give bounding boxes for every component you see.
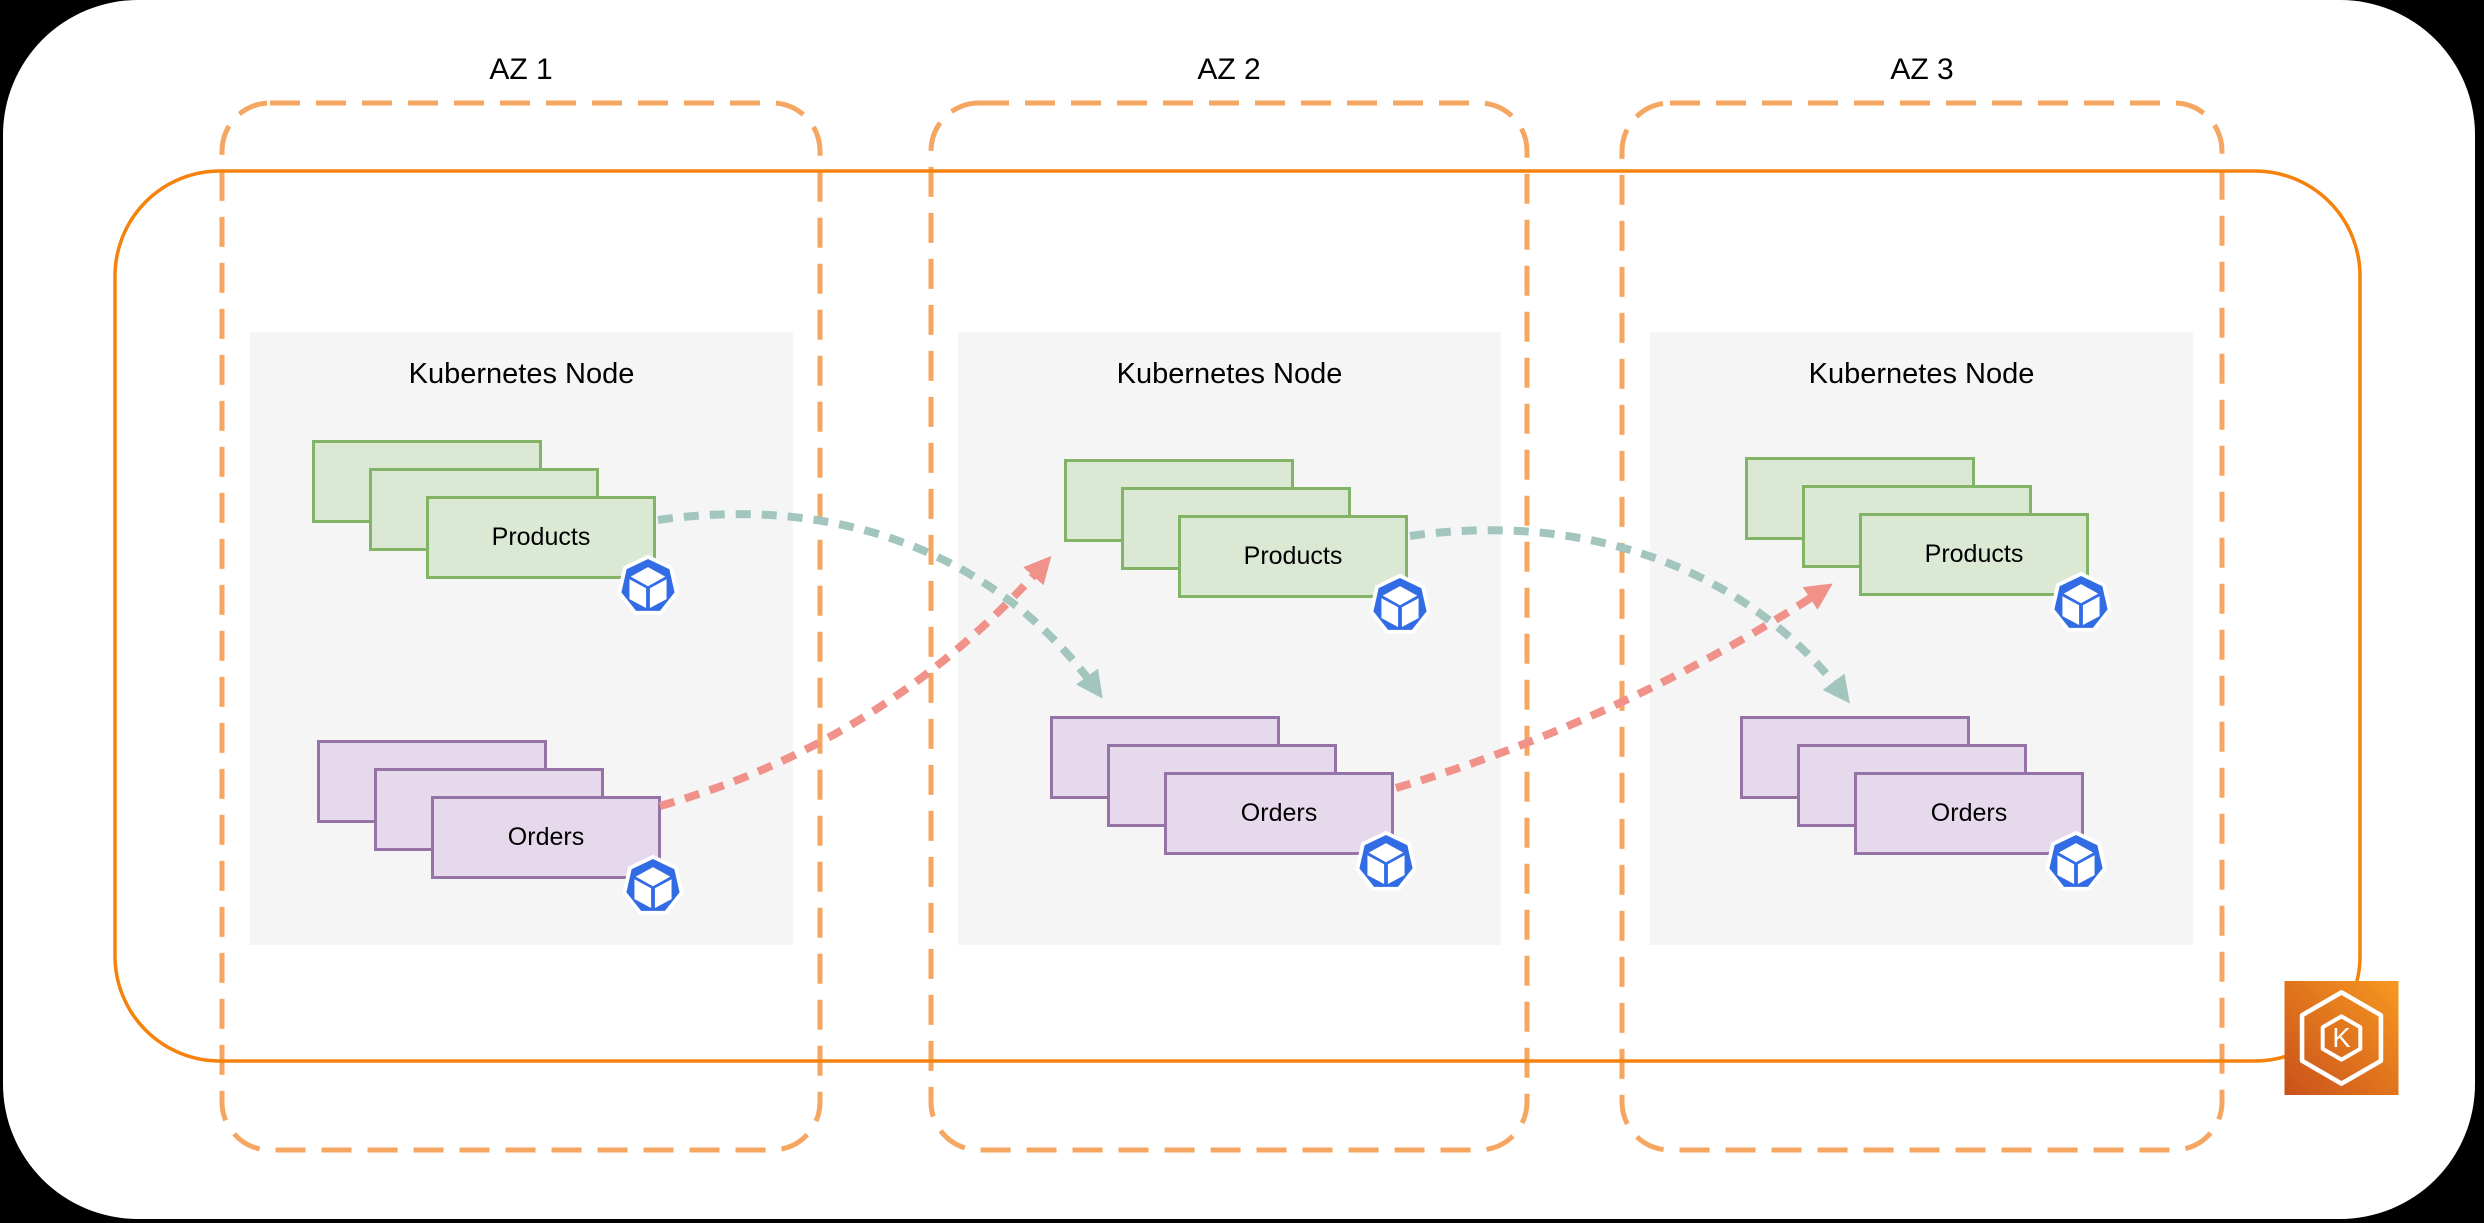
products-stack: Products [1064, 459, 1444, 639]
products-label: Products [491, 523, 591, 551]
amazon-eks-icon: K [2284, 981, 2399, 1095]
products-label: Products [1924, 540, 2024, 568]
kubernetes-node-az3: Kubernetes Node Products Orders [1650, 332, 2193, 945]
orders-label: Orders [1240, 799, 1318, 827]
kubernetes-pod-icon [2050, 571, 2112, 632]
node-title: Kubernetes Node [1116, 358, 1343, 390]
kubernetes-pod-icon [622, 854, 684, 915]
eks-letter: K [2332, 1022, 2350, 1053]
kubernetes-node-az2: Kubernetes Node Products Orders [958, 332, 1501, 945]
orders-stack: Orders [1050, 716, 1430, 896]
orders-stack: Orders [1740, 716, 2120, 896]
products-stack: Products [1745, 457, 2125, 637]
az3-label: AZ 3 [1890, 53, 1954, 86]
az2-label: AZ 2 [1197, 53, 1261, 86]
kubernetes-pod-icon [1355, 830, 1417, 891]
kubernetes-pod-icon [1369, 573, 1431, 634]
kubernetes-pod-icon [617, 554, 679, 615]
orders-label: Orders [1930, 799, 2008, 827]
az1-label: AZ 1 [489, 53, 553, 86]
products-label: Products [1243, 542, 1343, 570]
orders-label: Orders [507, 823, 585, 851]
node-title: Kubernetes Node [1808, 358, 2035, 390]
node-title: Kubernetes Node [408, 358, 635, 390]
kubernetes-pod-icon [2045, 830, 2107, 891]
orders-stack: Orders [317, 740, 697, 920]
products-stack: Products [312, 440, 692, 620]
kubernetes-node-az1: Kubernetes Node Products Orders [250, 332, 793, 945]
